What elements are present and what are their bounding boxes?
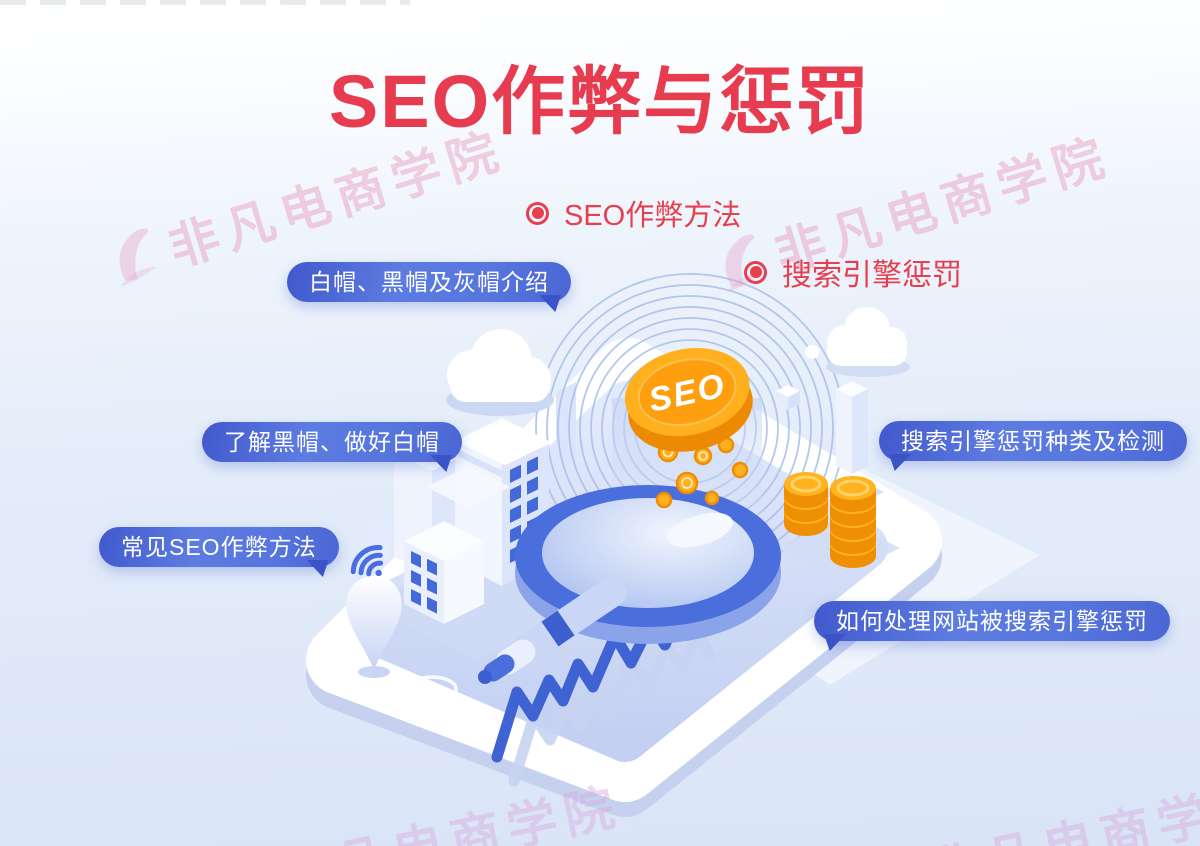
window-grid xyxy=(411,551,437,614)
pill-white-black-gray-hats-intro: 白帽、黑帽及灰帽介绍 xyxy=(287,262,571,302)
trend-line-chart xyxy=(491,602,716,787)
pill-common-seo-cheating-methods: 常见SEO作弊方法 xyxy=(99,527,339,567)
page-title: SEO作弊与惩罚 xyxy=(328,60,872,143)
bullet-label: SEO作弊方法 xyxy=(564,200,742,232)
floating-tiles xyxy=(426,421,551,508)
pill-understand-black-hat-do-white-hat: 了解黑帽、做好白帽 xyxy=(202,422,462,462)
bullet-search-engine-penalty: 搜索引擎惩罚 xyxy=(744,250,962,294)
wifi-pin xyxy=(346,545,402,678)
ring-dot-icon xyxy=(744,260,767,284)
ring-dot-icon xyxy=(526,201,549,225)
pill-handle-site-penalized: 如何处理网站被搜索引擎惩罚 xyxy=(814,601,1170,641)
wifi-icon xyxy=(350,545,384,577)
bullet-label: 搜索引擎惩罚 xyxy=(782,259,962,292)
coin-stacks xyxy=(776,472,900,578)
bullet-seo-cheating-methods: SEO作弊方法 xyxy=(526,192,741,234)
magnifier-icon xyxy=(478,485,781,684)
seo-coin-icon: SEO xyxy=(624,348,753,452)
magnifier-handle xyxy=(478,577,627,684)
cloud-right-icon xyxy=(805,307,910,377)
cloud-left-icon xyxy=(446,329,554,416)
pill-penalty-types-and-detection: 搜索引擎惩罚种类及检测 xyxy=(879,421,1187,461)
screen-edge-artifact xyxy=(0,0,410,5)
deco-ring xyxy=(406,675,458,703)
